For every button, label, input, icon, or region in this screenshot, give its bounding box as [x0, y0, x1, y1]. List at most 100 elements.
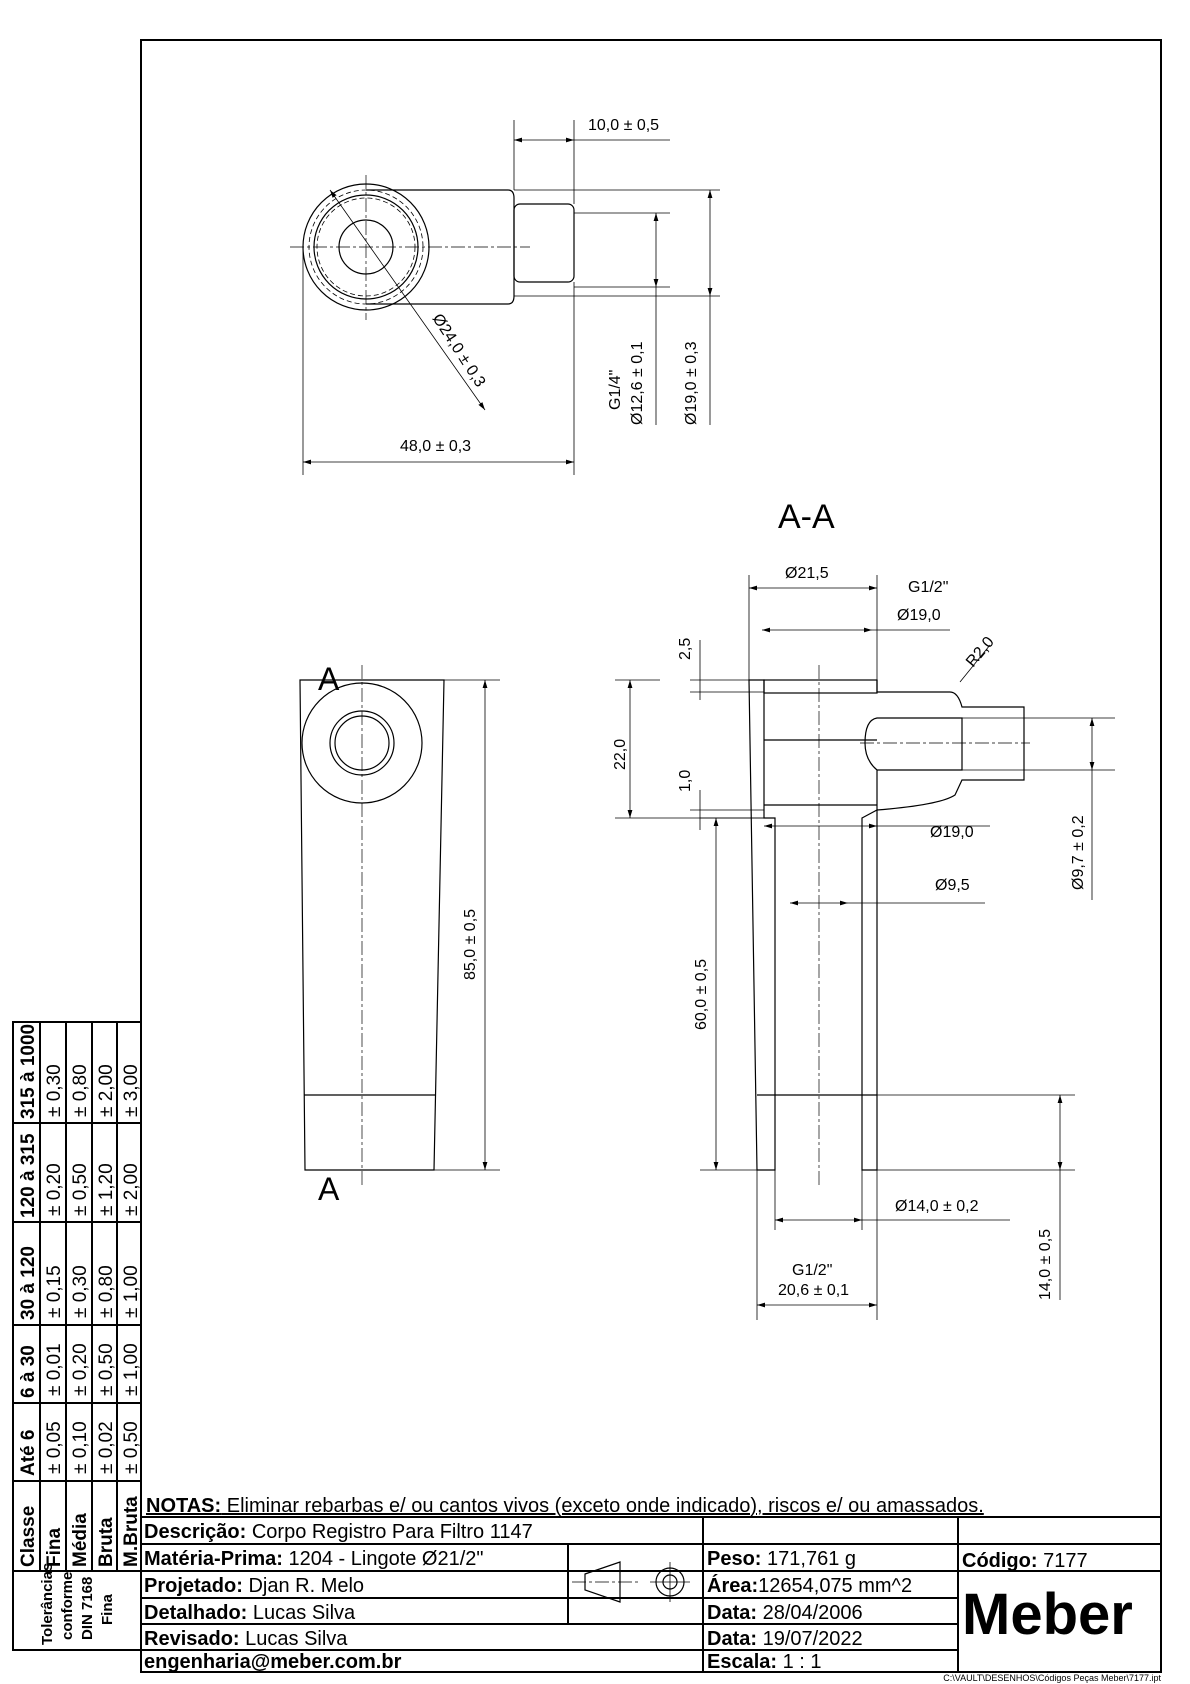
svg-text:Código: 7177: Código: 7177: [962, 1550, 1088, 1572]
tol-footer: DIN 7168: [79, 1577, 96, 1640]
radius-label: R2,0: [963, 634, 998, 671]
svg-text:Projetado: Djan R. Melo: Projetado: Djan R. Melo: [144, 1575, 364, 1597]
title-block: NOTAS: Eliminar rebarbas e/ ou cantos vi…: [141, 1495, 1161, 1673]
dim-2-5: 2,5: [677, 638, 694, 660]
tol-header-range: 315 à 1000: [18, 1024, 39, 1119]
dim-height: 85,0 ± 0,5: [462, 909, 479, 980]
weight-label: Peso:: [707, 1548, 761, 1570]
dim-body-diameter: Ø19,0 ± 0,3: [683, 341, 700, 425]
tol-value: ± 0,50: [96, 1343, 117, 1396]
dim-total-length: 48,0 ± 0,3: [400, 438, 471, 455]
drawing-border: [140, 39, 1162, 1673]
top-view: 10,0 ± 0,5 G1/4" Ø12,6 ± 0,1 Ø19,0 ± 0,3…: [290, 117, 720, 475]
dim-thread-diameter: Ø12,6 ± 0,1: [629, 341, 646, 425]
email: engenharia@meber.com.br: [144, 1651, 402, 1673]
notes-text: Eliminar rebarbas e/ ou cantos vivos (ex…: [221, 1495, 984, 1517]
material-value: 1204 - Lingote Ø21/2": [283, 1548, 484, 1570]
tol-value: ± 0,01: [44, 1343, 65, 1396]
dim-top-thread: Ø19,0: [897, 607, 941, 624]
revised-value: Lucas Silva: [240, 1628, 349, 1650]
description-label: Descrição:: [144, 1521, 246, 1543]
tol-value: ± 2,00: [121, 1163, 142, 1216]
svg-text:Descrição: Corpo Registro Para: Descrição: Corpo Registro Para Filtro 11…: [144, 1521, 533, 1543]
svg-text:Revisado: Lucas Silva: Revisado: Lucas Silva: [144, 1628, 348, 1650]
tol-value: ± 0,20: [70, 1343, 91, 1396]
weight-value: 171,761 g: [761, 1548, 856, 1570]
section-a-a: A-A Ø21,5 G1/2" Ø19,0 R2,0 2,5 22,0 1,0 …: [612, 498, 1115, 1320]
detailed-value: Lucas Silva: [247, 1602, 356, 1624]
tol-value: ± 1,00: [121, 1265, 142, 1318]
dim-side-bore: Ø9,7 ± 0,2: [1070, 815, 1087, 890]
dim-bore: Ø9,5: [935, 877, 970, 894]
tol-value: ± 0,15: [44, 1265, 65, 1318]
dim-1: 1,0: [677, 770, 694, 792]
tol-header-range: Até 6: [18, 1430, 39, 1476]
tol-class-label: M.Bruta: [121, 1496, 142, 1567]
tol-value: ± 2,00: [96, 1064, 117, 1117]
section-title: A-A: [778, 498, 835, 536]
tol-value: ± 0,50: [121, 1421, 142, 1474]
code-label: Código:: [962, 1550, 1038, 1572]
date-revised-label: Data:: [707, 1628, 757, 1650]
notes-label: NOTAS:: [146, 1495, 221, 1517]
scale-label: Escala:: [707, 1651, 777, 1673]
first-angle-projection-icon: [572, 1561, 690, 1603]
thread-label-top: G1/2": [908, 579, 948, 596]
tol-value: ± 0,20: [44, 1163, 65, 1216]
file-path: C:\VAULT\DESENHOS\Códigos Peças Meber\71…: [943, 1673, 1161, 1683]
thread-label-bottom: G1/2": [792, 1262, 832, 1279]
date-revised-value: 19/07/2022: [757, 1628, 863, 1650]
revised-label: Revisado:: [144, 1628, 240, 1650]
tol-class-label: Bruta: [96, 1517, 117, 1567]
section-mark-a-bottom: A: [318, 1171, 340, 1207]
tol-header-range: 120 à 315: [18, 1133, 39, 1218]
tol-header-class: Classe: [18, 1506, 39, 1567]
section-mark-a-top: A: [318, 661, 340, 697]
dim-outer-diameter: Ø24,0 ± 0,3: [429, 311, 489, 390]
designed-value: Djan R. Melo: [243, 1575, 364, 1597]
tol-class-label: Média: [70, 1513, 91, 1567]
tol-value: ± 0,30: [70, 1265, 91, 1318]
svg-text:Escala: 1 : 1: Escala: 1 : 1: [707, 1651, 822, 1673]
dim-nipple-length: 10,0 ± 0,5: [588, 117, 659, 134]
dim-top-diameter: Ø21,5: [785, 565, 829, 582]
tolerance-table: Classe Até 6 6 à 30 30 à 120 120 à 315 3…: [12, 1021, 142, 1651]
area-value: 12654,075 mm^2: [758, 1575, 912, 1597]
tol-value: ± 0,05: [44, 1421, 65, 1474]
detailed-label: Detalhado:: [144, 1602, 247, 1624]
tol-header-range: 30 à 120: [18, 1246, 39, 1320]
tol-value: ± 1,20: [96, 1163, 117, 1216]
tol-value: ± 0,80: [96, 1265, 117, 1318]
dim-inner-19: Ø19,0: [930, 824, 974, 841]
side-view: A A 85,0 ± 0,5: [299, 661, 500, 1207]
date-created-label: Data:: [707, 1602, 757, 1624]
dim-bottom-diameter: Ø14,0 ± 0,2: [895, 1198, 979, 1215]
designed-label: Projetado:: [144, 1575, 243, 1597]
tol-footer: conforme: [59, 1572, 76, 1640]
tol-class-label: Fina: [44, 1528, 65, 1567]
tol-value: ± 0,50: [70, 1163, 91, 1216]
tol-value: ± 3,00: [121, 1064, 142, 1117]
tol-value: ± 0,02: [96, 1421, 117, 1474]
thread-label-g14: G1/4": [607, 370, 624, 410]
dim-22: 22,0: [612, 739, 629, 770]
svg-text:Detalhado: Lucas Silva: Detalhado: Lucas Silva: [144, 1602, 356, 1624]
svg-text:Matéria-Prima: 1204 - Lingote: Matéria-Prima: 1204 - Lingote Ø21/2": [144, 1548, 484, 1570]
code-value: 7177: [1038, 1550, 1088, 1572]
material-label: Matéria-Prima:: [144, 1548, 283, 1570]
tol-value: ± 0,10: [70, 1421, 91, 1474]
description-value: Corpo Registro Para Filtro 1147: [246, 1521, 532, 1543]
svg-text:NOTAS: Eliminar rebarbas e/ ou: NOTAS: Eliminar rebarbas e/ ou cantos vi…: [146, 1495, 984, 1517]
svg-text:Área:12654,075 mm^2: Área:12654,075 mm^2: [707, 1574, 912, 1597]
meber-logo: Meber: [962, 1582, 1133, 1647]
tol-footer: Fina: [99, 1594, 116, 1625]
dim-14: 14,0 ± 0,5: [1037, 1229, 1054, 1300]
tol-value: ± 0,80: [70, 1064, 91, 1117]
date-created-value: 28/04/2006: [757, 1602, 863, 1624]
svg-text:Data: 19/07/2022: Data: 19/07/2022: [707, 1628, 863, 1650]
tol-footer: Tolerâncias: [39, 1563, 56, 1645]
area-label: Área:: [707, 1574, 758, 1597]
tol-value: ± 1,00: [121, 1343, 142, 1396]
dim-60: 60,0 ± 0,5: [693, 959, 710, 1030]
